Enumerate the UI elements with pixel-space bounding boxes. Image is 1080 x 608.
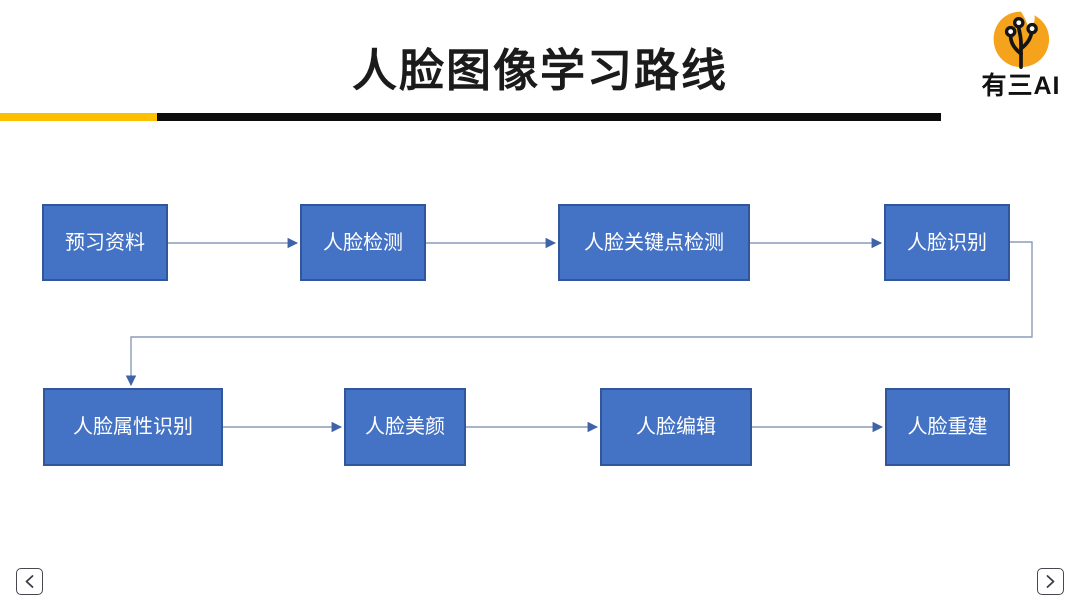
flow-box-face-reconstruction: 人脸重建 xyxy=(885,388,1010,466)
flow-box-face-editing: 人脸编辑 xyxy=(600,388,752,466)
chevron-left-icon xyxy=(25,575,34,588)
divider-main xyxy=(157,113,941,121)
chevron-right-icon xyxy=(1046,575,1055,588)
flow-box-face-recognition: 人脸识别 xyxy=(884,204,1010,281)
brand-logo: 有三AI xyxy=(970,2,1072,99)
flow-box-face-landmarks: 人脸关键点检测 xyxy=(558,204,750,281)
page-title: 人脸图像学习路线 xyxy=(351,45,728,96)
sprout-circuit-icon xyxy=(993,11,1050,69)
divider-accent xyxy=(0,113,157,121)
flow-box-preview-materials: 预习资料 xyxy=(42,204,168,281)
next-slide-button[interactable] xyxy=(1037,568,1064,595)
flow-box-face-attributes: 人脸属性识别 xyxy=(43,388,223,466)
prev-slide-button[interactable] xyxy=(16,568,43,595)
flow-box-face-detection: 人脸检测 xyxy=(300,204,426,281)
brand-name: 有三AI xyxy=(981,72,1061,100)
flow-box-face-beautify: 人脸美颜 xyxy=(344,388,466,466)
